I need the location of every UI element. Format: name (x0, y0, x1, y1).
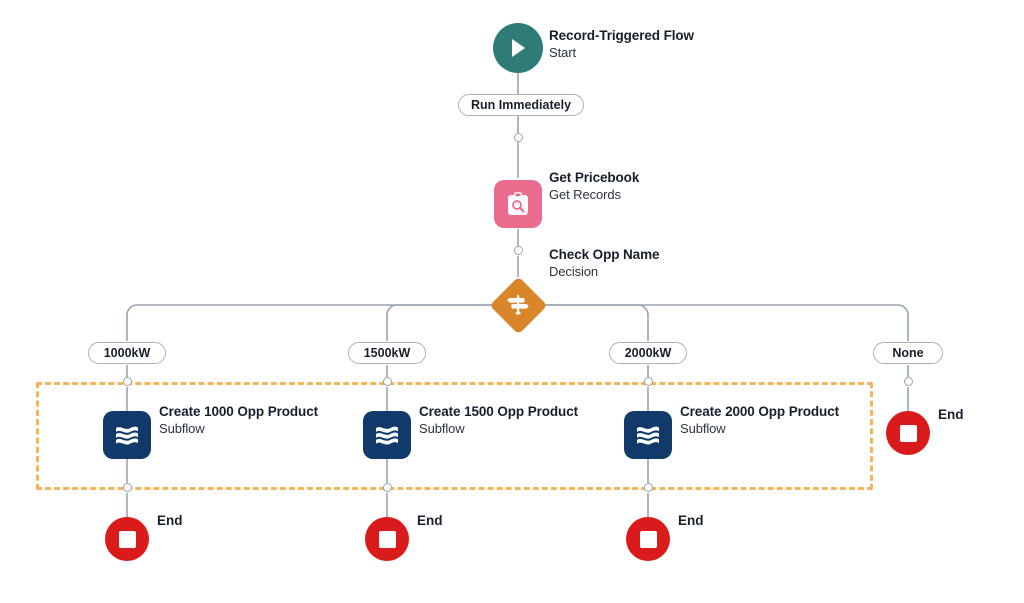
connector-dot[interactable] (122, 483, 132, 492)
subflow-1500-subtitle: Subflow (419, 420, 465, 436)
connector-dot[interactable] (643, 377, 653, 386)
subflow-2000-subtitle: Subflow (680, 420, 726, 436)
branch-label-1000kw[interactable]: 1000kW (88, 342, 166, 364)
end-1000-label: End (157, 513, 183, 528)
start-subtitle: Start (549, 44, 576, 60)
subflow-1000-title: Create 1000 Opp Product (159, 404, 319, 419)
node-end-1000[interactable] (105, 517, 149, 561)
stop-icon (118, 530, 136, 548)
connector-dot[interactable] (643, 483, 653, 492)
start-circle[interactable] (493, 23, 543, 73)
start-label: Record-Triggered Flow Start (549, 28, 694, 61)
connector-dot[interactable] (513, 246, 523, 255)
subflow-waves-icon (637, 426, 659, 445)
start-title: Record-Triggered Flow (549, 28, 694, 43)
end-circle[interactable] (105, 517, 149, 561)
subflow-icon-tile[interactable] (103, 411, 151, 459)
connector-dot[interactable] (513, 133, 523, 142)
subflow-2000-title: Create 2000 Opp Product (680, 404, 840, 419)
get-pricebook-title: Get Pricebook (549, 170, 640, 185)
connector-dot[interactable] (382, 483, 392, 492)
connector-dot[interactable] (382, 377, 392, 386)
end-circle[interactable] (886, 411, 930, 455)
run-immediately-pill[interactable]: Run Immediately (458, 94, 585, 116)
get-pricebook-label: Get Pricebook Get Records (549, 170, 639, 203)
decision-icon-wrap (489, 276, 547, 334)
branch-label-1500kw[interactable]: 1500kW (348, 342, 426, 364)
node-subflow-1000[interactable] (103, 411, 151, 459)
branch-label-2000kw[interactable]: 2000kW (609, 342, 687, 364)
subflow-1500-label: Create 1500 Opp Product Subflow (419, 404, 578, 437)
end-1500-label: End (417, 513, 443, 528)
subflow-1000-label: Create 1000 Opp Product Subflow (159, 404, 318, 437)
subflow-waves-icon (116, 426, 138, 445)
decision-subtitle: Decision (549, 263, 599, 279)
subflow-icon-tile[interactable] (624, 411, 672, 459)
get-records-icon-tile[interactable] (494, 180, 542, 228)
node-end-2000[interactable] (626, 517, 670, 561)
signpost-icon (507, 295, 529, 315)
node-decision[interactable] (489, 276, 547, 334)
end-circle[interactable] (626, 517, 670, 561)
end-2000-label: End (678, 513, 704, 528)
node-end-none[interactable] (886, 411, 930, 455)
stop-icon (899, 424, 917, 442)
stop-icon (378, 530, 396, 548)
branch-label-none[interactable]: None (873, 342, 943, 364)
connector-dot[interactable] (122, 377, 132, 386)
stop-icon (639, 530, 657, 548)
clipboard-search-icon (508, 192, 528, 215)
node-get-pricebook[interactable] (494, 180, 542, 228)
get-pricebook-subtitle: Get Records (549, 186, 621, 202)
play-icon (512, 39, 525, 57)
node-subflow-2000[interactable] (624, 411, 672, 459)
subflow-waves-icon (376, 426, 398, 445)
subflow-2000-label: Create 2000 Opp Product Subflow (680, 404, 839, 437)
subflow-icon-tile[interactable] (363, 411, 411, 459)
node-subflow-1500[interactable] (363, 411, 411, 459)
decision-label: Check Opp Name Decision (549, 247, 659, 280)
end-circle[interactable] (365, 517, 409, 561)
subflow-1000-subtitle: Subflow (159, 420, 205, 436)
node-start[interactable] (493, 23, 543, 73)
subflow-1500-title: Create 1500 Opp Product (419, 404, 579, 419)
decision-title: Check Opp Name (549, 247, 660, 262)
end-none-label: End (938, 407, 964, 422)
connector-dot[interactable] (903, 377, 913, 386)
node-end-1500[interactable] (365, 517, 409, 561)
